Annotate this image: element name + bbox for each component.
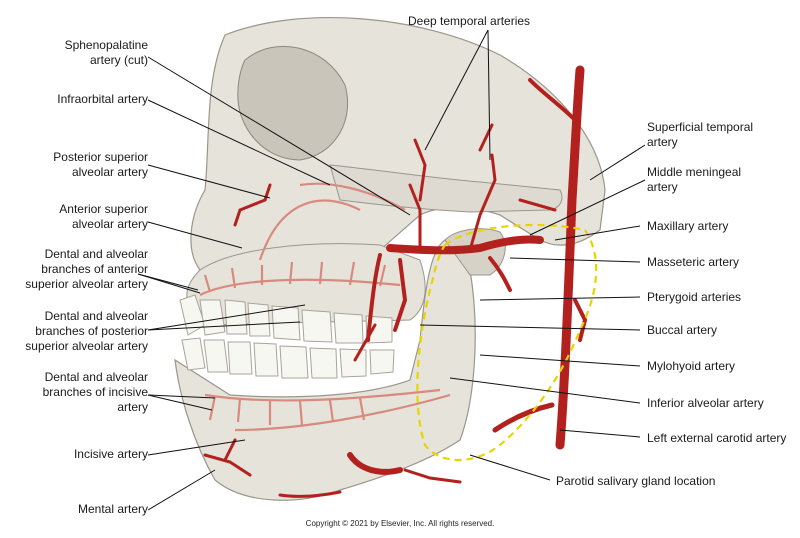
label-parotid-gland-location: Parotid salivary gland location (556, 474, 716, 488)
copyright-notice: Copyright © 2021 by Elsevier, Inc. All r… (305, 519, 495, 528)
label-deep-temporal-arteries: Deep temporal arteries (408, 14, 531, 28)
label-masseteric-artery: Masseteric artery (647, 255, 740, 269)
label-maxillary-artery: Maxillary artery (647, 219, 729, 233)
lower-teeth (181, 337, 395, 379)
parotid-gland-outline (416, 223, 598, 462)
label-mental-artery: Mental artery (77, 502, 148, 516)
orbit (237, 45, 349, 161)
label-inferior-alveolar-artery: Inferior alveolar artery (647, 396, 764, 410)
label-pterygoid-arteries: Pterygoid arteries (647, 290, 742, 304)
dental-branches (199, 182, 451, 432)
mandible (174, 239, 476, 501)
leader-lines (137, 29, 646, 511)
label-buccal-artery: Buccal artery (647, 323, 718, 337)
label-incisive-artery: Incisive artery (73, 447, 148, 461)
label-left-external-carotid-artery: Left external carotid artery (647, 431, 787, 445)
label-infraorbital-artery: Infraorbital artery (57, 92, 148, 106)
label-mylohyoid-artery: Mylohyoid artery (647, 359, 736, 373)
